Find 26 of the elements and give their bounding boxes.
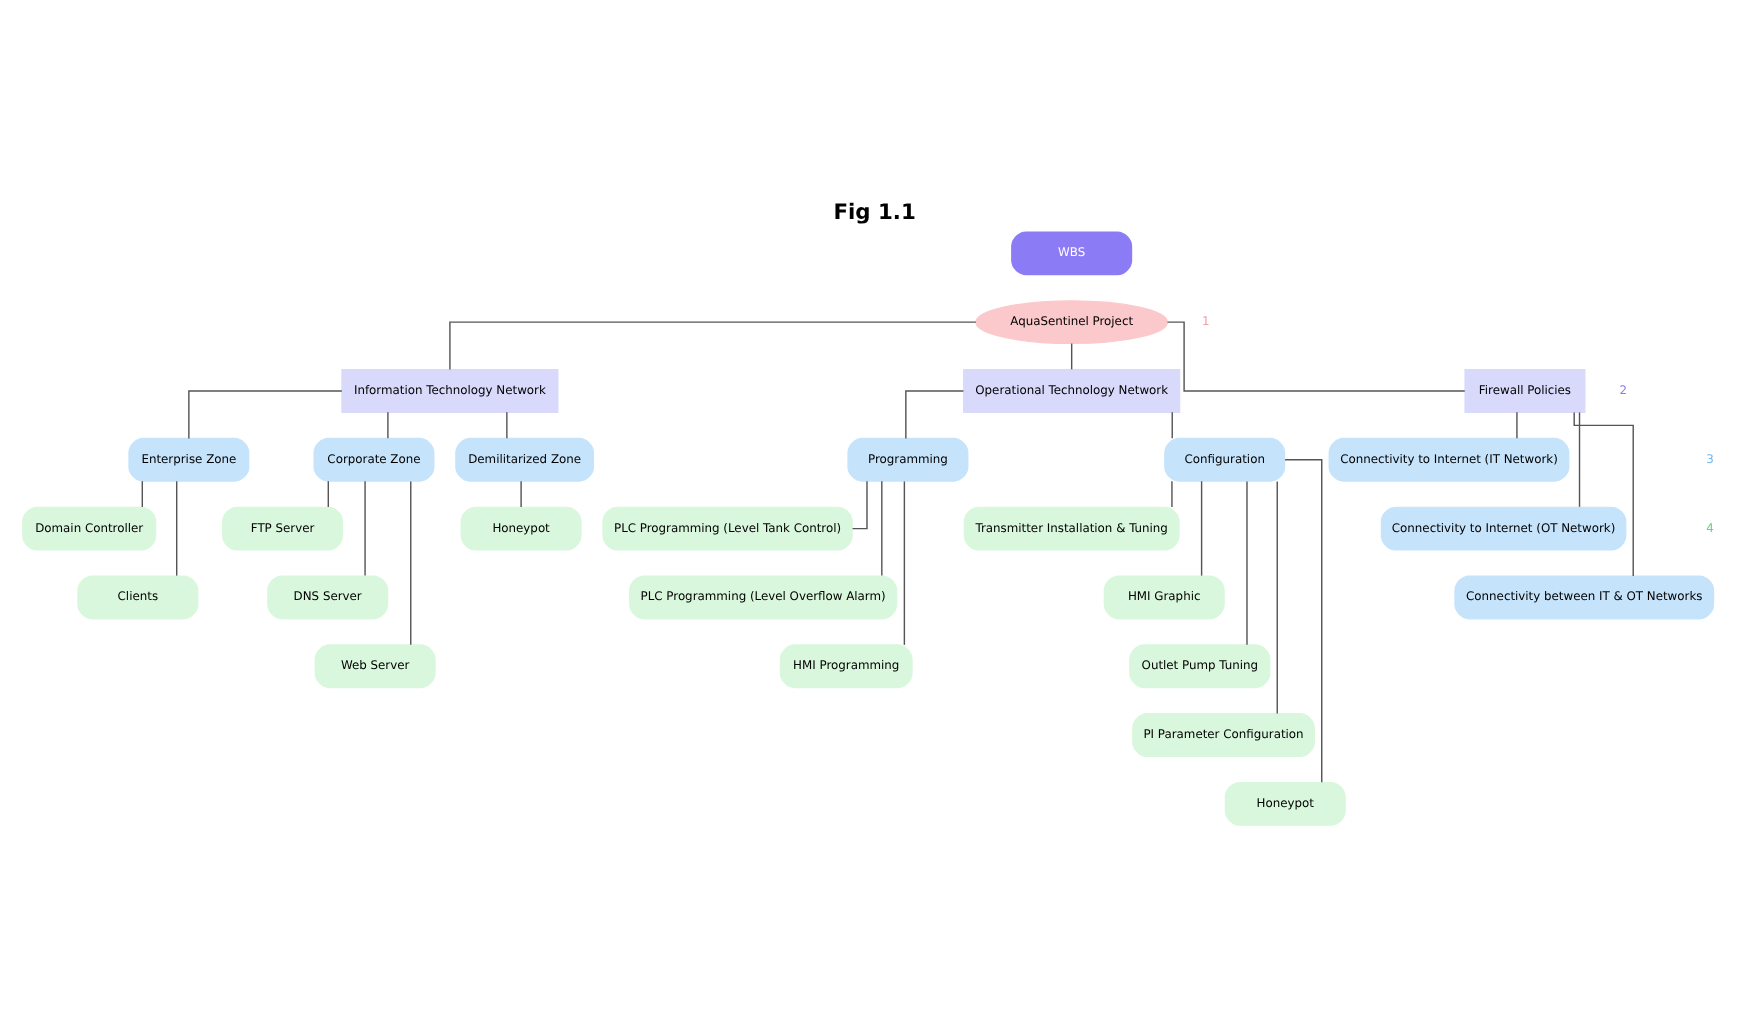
connector — [903, 480, 906, 646]
connector — [1200, 480, 1203, 577]
connector — [364, 480, 366, 577]
connector — [449, 321, 977, 371]
connector — [141, 480, 143, 508]
connector — [1070, 342, 1073, 371]
connector — [387, 411, 389, 439]
connector — [410, 480, 412, 646]
connector — [1246, 480, 1248, 646]
connector — [1166, 321, 1466, 392]
connector — [1171, 411, 1173, 439]
connector — [520, 480, 522, 508]
connector — [881, 480, 883, 577]
connector — [176, 480, 178, 577]
connector — [1578, 411, 1581, 508]
connector — [1516, 411, 1518, 439]
connector — [188, 390, 343, 440]
diagram-title: Fig 1.1 — [833, 199, 916, 226]
connector — [851, 480, 868, 530]
connector — [506, 411, 508, 439]
connector — [1284, 459, 1323, 784]
connector — [327, 480, 329, 508]
connector — [1276, 480, 1278, 715]
connector — [905, 390, 965, 440]
connector — [1171, 480, 1173, 508]
connector — [1573, 411, 1634, 577]
